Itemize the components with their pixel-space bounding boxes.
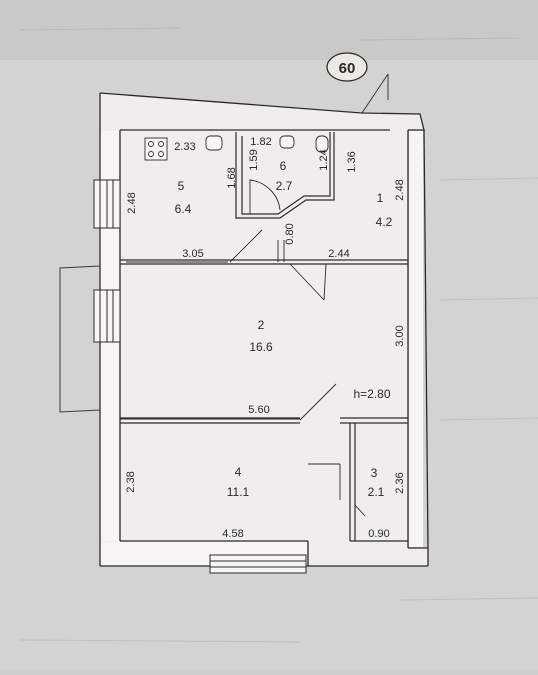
room-6-number: 6 <box>280 159 287 173</box>
dim-2-48-left: 2.48 <box>126 192 138 213</box>
dim-1-68: 1.68 <box>226 167 238 188</box>
dim-5-60: 5.60 <box>248 404 269 416</box>
room-3-number: 3 <box>371 466 378 480</box>
dim-3-05: 3.05 <box>182 248 203 260</box>
doors <box>229 73 389 517</box>
dim-1-36: 1.36 <box>346 151 358 172</box>
toilet-icon <box>315 135 329 153</box>
plan-badge: 60 <box>326 52 368 82</box>
stove-icon <box>144 137 168 161</box>
dim-2-38: 2.38 <box>125 471 137 492</box>
dim-2-44: 2.44 <box>328 248 349 260</box>
dim-2-33: 2.33 <box>174 141 195 153</box>
room-5-number: 5 <box>178 179 185 193</box>
dim-1-59: 1.59 <box>248 149 260 170</box>
interior-walls <box>120 132 408 541</box>
dimension-lines <box>120 261 300 420</box>
dim-3-00: 3.00 <box>394 325 406 346</box>
room-1-number: 1 <box>377 191 384 205</box>
room-1-area: 4.2 <box>376 215 393 229</box>
room-2-area: 16.6 <box>249 340 273 354</box>
room-2-number: 2 <box>258 318 265 332</box>
room-3-area: 2.1 <box>368 485 385 499</box>
dim-0-80: 0.80 <box>284 223 296 244</box>
horizontal-dimensions: 2.33 1.82 3.05 2.44 5.60 4.58 0.90 <box>174 136 389 540</box>
room-4-number: 4 <box>235 465 242 479</box>
room-4-area: 11.1 <box>227 485 250 499</box>
plan-interior <box>100 93 428 566</box>
dim-1-82: 1.82 <box>250 136 271 148</box>
plan-badge-number: 60 <box>339 60 356 77</box>
bottom-window <box>209 554 307 574</box>
bathroom-sink-icon <box>279 135 295 149</box>
bleed-through-texture <box>19 27 538 643</box>
ceiling-height-label: h=2.80 <box>353 387 390 401</box>
fixtures <box>144 135 329 161</box>
kitchen-sink-icon <box>205 135 223 151</box>
room-5-area: 6.4 <box>175 202 192 216</box>
dim-4-58: 4.58 <box>222 528 243 540</box>
dim-2-48-right: 2.48 <box>394 179 406 200</box>
room-labels: 1 4.2 2 16.6 3 2.1 4 11.1 5 6.4 6 2.7 <box>175 159 393 499</box>
dim-2-36: 2.36 <box>394 472 406 493</box>
dim-1-24: 1.24 <box>318 149 330 170</box>
paper-top-shade <box>0 0 538 60</box>
room-6-area: 2.7 <box>276 179 293 193</box>
vertical-dimensions: 1.68 1.59 1.24 1.36 2.48 2.48 0.80 3.00 … <box>125 149 406 493</box>
dim-0-90: 0.90 <box>368 528 389 540</box>
balcony <box>59 265 101 413</box>
left-windows <box>93 179 121 343</box>
